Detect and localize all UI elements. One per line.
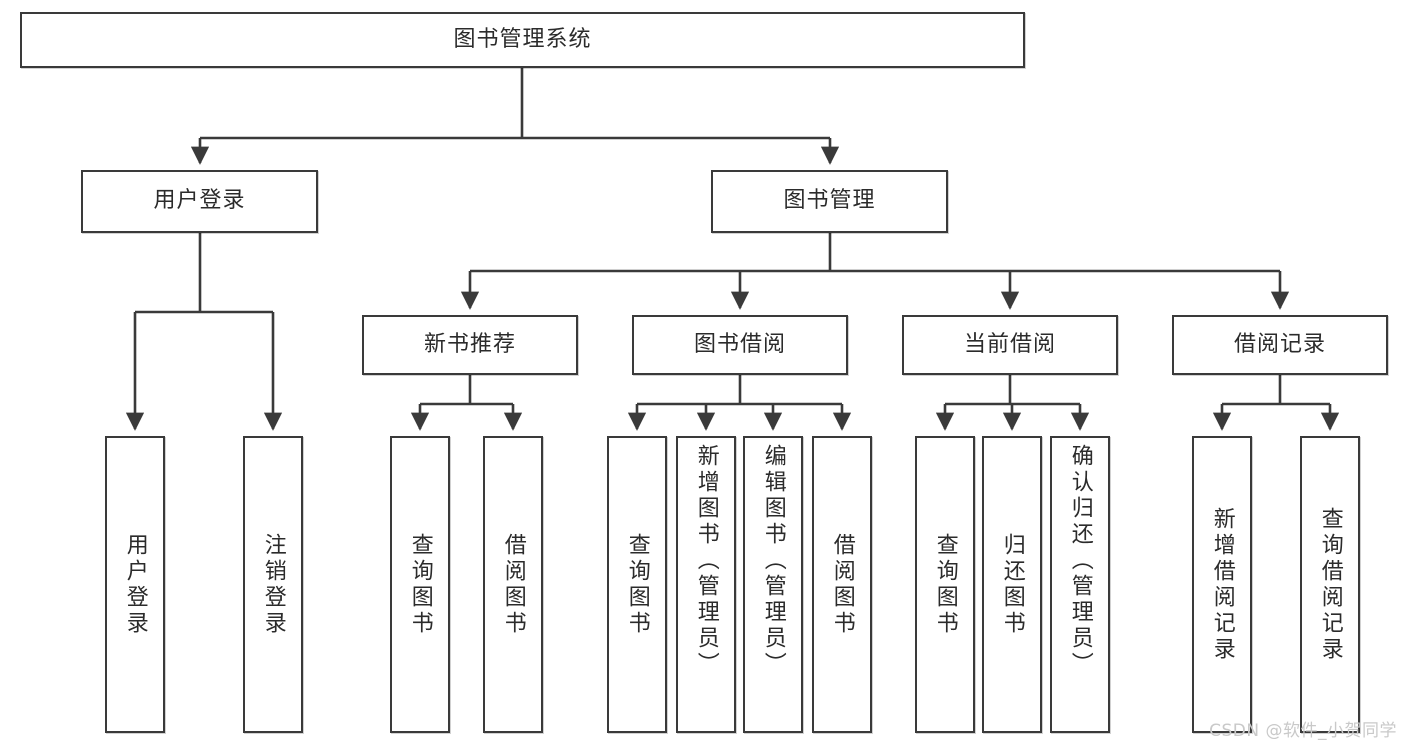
- node-leaf-rec-query[interactable]: 查询借阅记录: [1300, 436, 1360, 733]
- node-user-login-label: 用户登录: [153, 188, 246, 214]
- node-leaf-cb-query-label: 查询图书: [932, 532, 958, 637]
- node-leaf-bb-edit[interactable]: 编辑图书（管理员）: [743, 436, 803, 733]
- node-book-manage-label: 图书管理: [783, 188, 876, 214]
- node-root-label: 图书管理系统: [453, 26, 592, 52]
- watermark: CSDN @软件_小贺同学: [1209, 721, 1397, 741]
- node-borrow-label: 图书借阅: [693, 331, 786, 357]
- node-leaf-cb-confirm[interactable]: 确认归还（管理员）: [1050, 436, 1110, 733]
- node-new-book[interactable]: 新书推荐: [362, 315, 578, 375]
- node-leaf-bb-borrow-label: 借阅图书: [829, 532, 855, 637]
- node-leaf-logout-label: 注销登录: [260, 532, 286, 637]
- node-leaf-nb-borrow[interactable]: 借阅图书: [483, 436, 543, 733]
- node-leaf-nb-query-label: 查询图书: [407, 532, 433, 637]
- node-borrow[interactable]: 图书借阅: [632, 315, 848, 375]
- node-leaf-rec-add-label: 新增借阅记录: [1209, 506, 1235, 663]
- node-leaf-rec-query-label: 查询借阅记录: [1317, 506, 1343, 663]
- node-leaf-rec-add[interactable]: 新增借阅记录: [1192, 436, 1252, 733]
- node-current[interactable]: 当前借阅: [902, 315, 1118, 375]
- node-user-login[interactable]: 用户登录: [81, 170, 318, 233]
- node-leaf-bb-borrow[interactable]: 借阅图书: [812, 436, 872, 733]
- node-leaf-bb-query[interactable]: 查询图书: [607, 436, 667, 733]
- node-leaf-user-login[interactable]: 用户登录: [105, 436, 165, 733]
- node-leaf-bb-query-label: 查询图书: [624, 532, 650, 637]
- node-record[interactable]: 借阅记录: [1172, 315, 1388, 375]
- node-leaf-nb-borrow-label: 借阅图书: [500, 532, 526, 637]
- node-root[interactable]: 图书管理系统: [20, 12, 1025, 68]
- node-leaf-bb-add[interactable]: 新增图书（管理员）: [676, 436, 736, 733]
- node-leaf-user-login-label: 用户登录: [122, 532, 148, 637]
- node-record-label: 借阅记录: [1233, 331, 1326, 357]
- node-book-manage[interactable]: 图书管理: [711, 170, 948, 233]
- node-leaf-nb-query[interactable]: 查询图书: [390, 436, 450, 733]
- node-leaf-bb-add-label: 新增图书（管理员）: [693, 444, 719, 678]
- node-leaf-cb-query[interactable]: 查询图书: [915, 436, 975, 733]
- node-leaf-cb-confirm-label: 确认归还（管理员）: [1067, 444, 1093, 678]
- node-leaf-cb-return-label: 归还图书: [999, 532, 1025, 637]
- node-leaf-bb-edit-label: 编辑图书（管理员）: [760, 444, 786, 678]
- node-current-label: 当前借阅: [963, 331, 1056, 357]
- node-new-book-label: 新书推荐: [423, 331, 516, 357]
- node-leaf-cb-return[interactable]: 归还图书: [982, 436, 1042, 733]
- node-leaf-logout[interactable]: 注销登录: [243, 436, 303, 733]
